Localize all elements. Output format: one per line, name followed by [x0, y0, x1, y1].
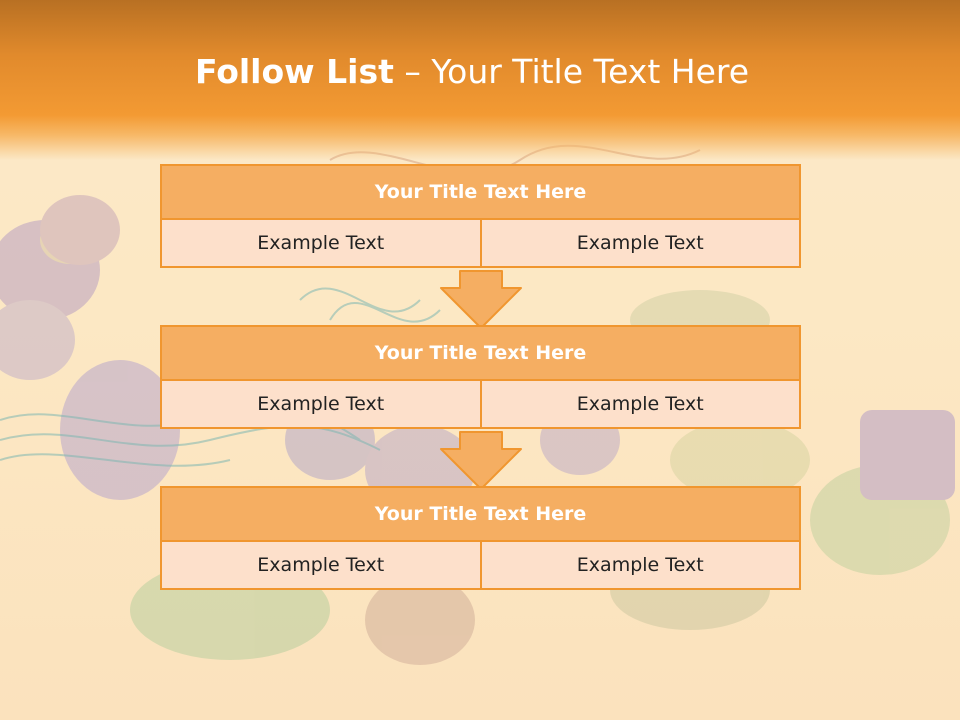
block-row: Example Text Example Text [160, 542, 801, 590]
block-row: Example Text Example Text [160, 381, 801, 429]
title-rest: – Your Title Text Here [393, 52, 750, 91]
list-block-3: Your Title Text Here Example Text Exampl… [160, 486, 801, 590]
block-row: Example Text Example Text [160, 220, 801, 268]
block-cell-left: Example Text [160, 542, 482, 590]
block-title: Your Title Text Here [160, 486, 801, 542]
block-cell-right: Example Text [481, 542, 801, 590]
title-bold: Follow List [194, 52, 394, 91]
block-title: Your Title Text Here [160, 325, 801, 381]
block-cell-left: Example Text [160, 220, 482, 268]
header-band [0, 0, 960, 160]
block-cell-right: Example Text [481, 220, 801, 268]
down-arrow-icon [440, 431, 522, 490]
down-arrow-icon [440, 270, 522, 329]
list-block-2: Your Title Text Here Example Text Exampl… [160, 325, 801, 429]
block-cell-left: Example Text [160, 381, 482, 429]
list-block-1: Your Title Text Here Example Text Exampl… [160, 164, 801, 268]
block-cell-right: Example Text [481, 381, 801, 429]
block-title: Your Title Text Here [160, 164, 801, 220]
slide-title: Follow List – Your Title Text Here [0, 52, 944, 91]
